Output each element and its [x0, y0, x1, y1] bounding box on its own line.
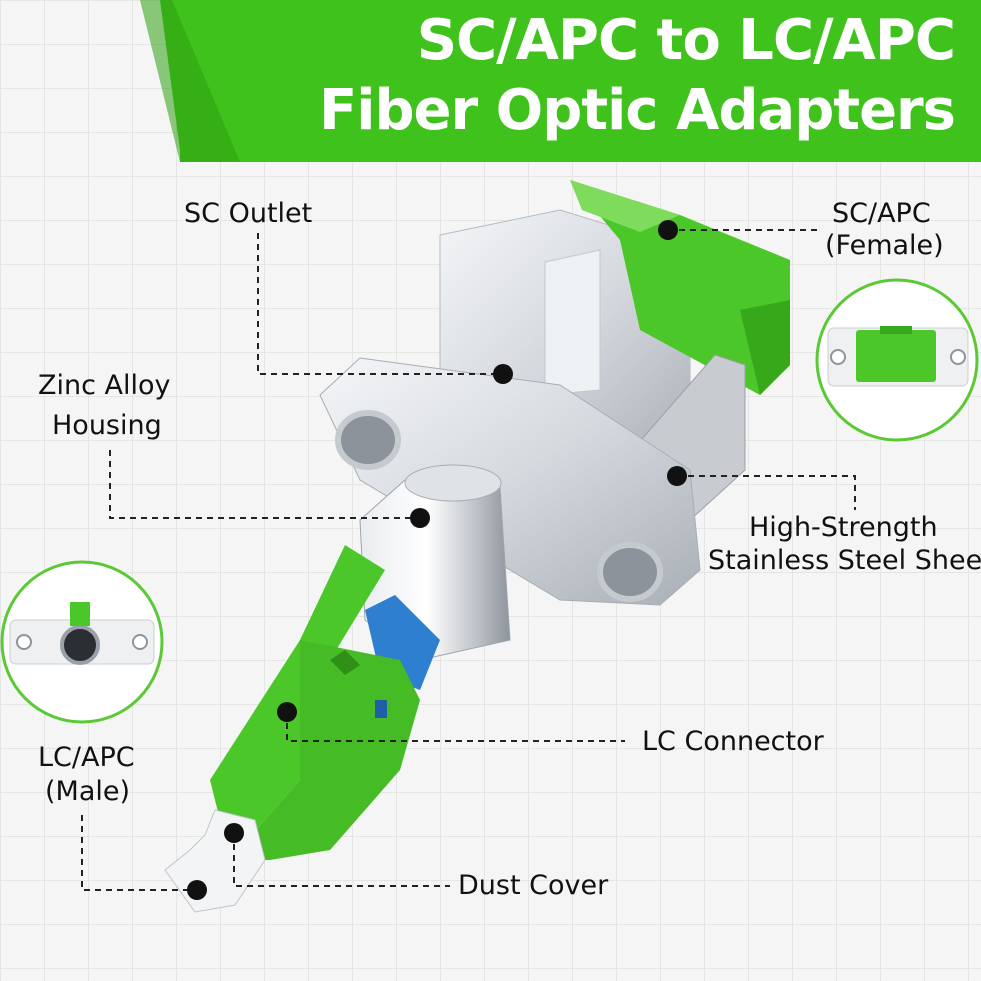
lc-connector [210, 545, 420, 860]
label-sc-apc-line2: (Female) [825, 230, 944, 261]
sc-apc-green-cap [570, 180, 790, 395]
label-lc-connector: LC Connector [642, 726, 824, 757]
label-lc-apc-line1: LC/APC [38, 742, 135, 773]
title-line-2: Fiber Optic Adapters [319, 78, 956, 143]
label-lc-apc-line2: (Male) [45, 776, 131, 807]
label-steel-line2: Stainless Steel Sheet [708, 545, 981, 576]
lc-apc-male-inset [0, 560, 164, 724]
label-dust-cover: Dust Cover [458, 870, 609, 901]
lc-dust-cover [164, 809, 266, 913]
sc-apc-female-inset [815, 278, 979, 442]
label-steel-line1: High-Strength [749, 512, 938, 543]
label-zinc-line2: Housing [52, 410, 162, 441]
label-zinc-line1: Zinc Alloy [38, 370, 171, 401]
title-line-1: SC/APC to LC/APC [416, 8, 956, 73]
label-sc-apc-line1: SC/APC [832, 198, 931, 229]
title-banner [140, 0, 981, 162]
label-sc-outlet: SC Outlet [184, 198, 313, 229]
